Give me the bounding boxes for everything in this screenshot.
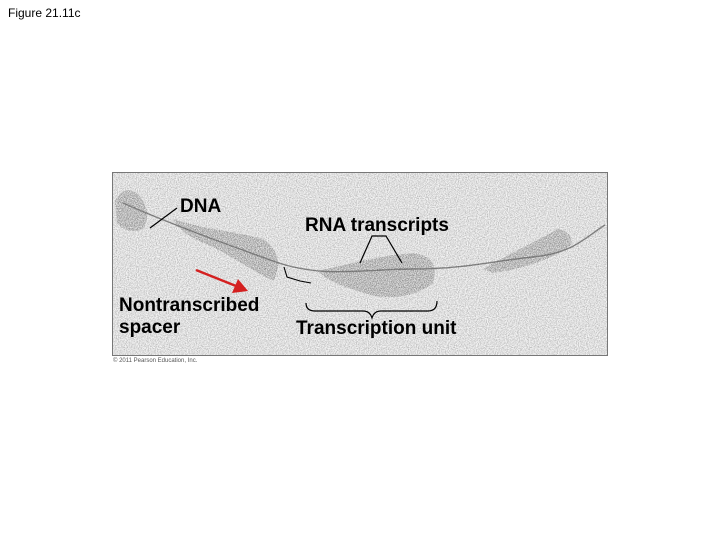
nontranscribed-spacer-label: Nontranscribed spacer xyxy=(119,295,289,339)
electron-micrograph xyxy=(112,172,608,356)
spacer-arrow-head xyxy=(232,279,248,293)
transcription-unit-label: Transcription unit xyxy=(296,318,457,339)
spacer-label-line2: spacer xyxy=(119,317,181,338)
rna-pointer-lines xyxy=(359,235,403,264)
micrograph-image xyxy=(113,173,607,355)
spacer-label-line1: Nontranscribed xyxy=(119,295,260,316)
spacer-bracket xyxy=(283,266,312,284)
spacer-arrow-shaft xyxy=(195,268,237,288)
dna-pointer-line xyxy=(149,207,178,229)
copyright-notice: © 2011 Pearson Education, Inc. xyxy=(113,358,198,364)
transcription-unit-brace xyxy=(305,300,438,321)
dna-label: DNA xyxy=(180,196,222,217)
figure-label: Figure 21.11c xyxy=(8,6,81,20)
rna-transcripts-label: RNA transcripts xyxy=(305,215,449,236)
